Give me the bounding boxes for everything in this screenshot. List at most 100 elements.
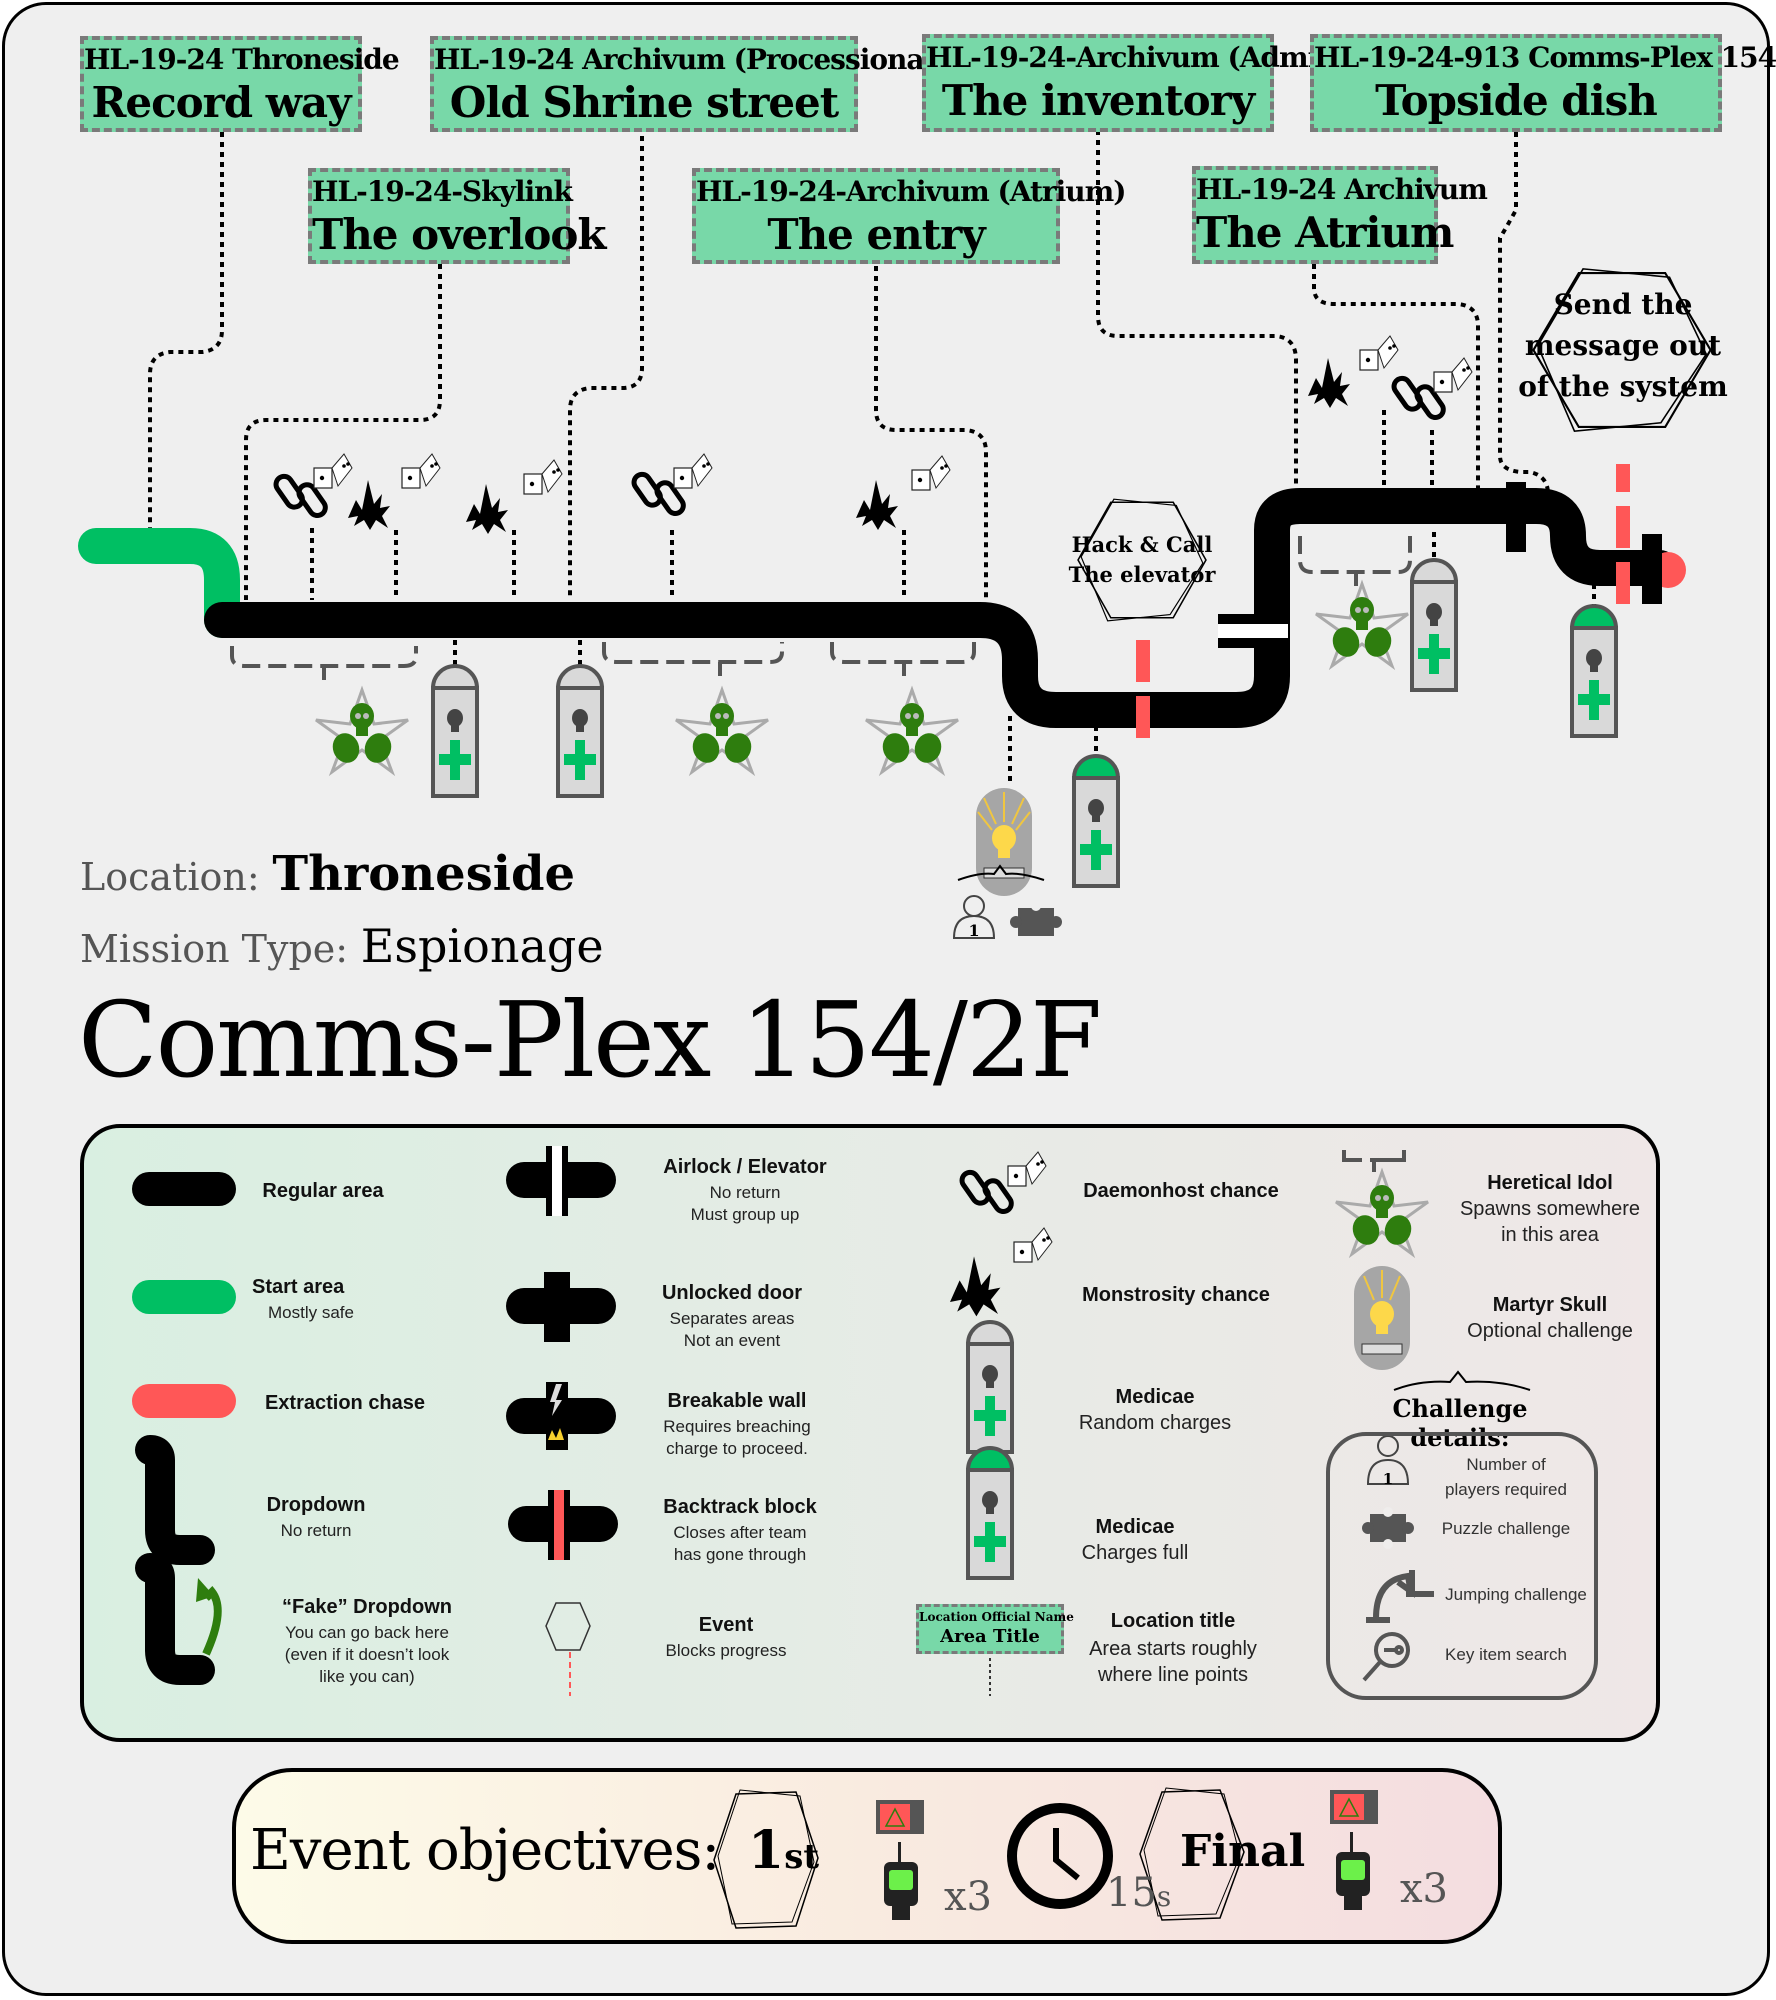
event-send-message: Send the message out of the system	[1518, 284, 1728, 407]
location-value: Throneside	[272, 846, 576, 902]
medicae-full-icon	[1072, 754, 1120, 888]
legend-airlock: Airlock / Elevator	[663, 1156, 827, 1178]
legend-sub: where line points	[1097, 1664, 1249, 1686]
location-title-box: HL-19-24 Archivum (Processional)Old Shri…	[430, 36, 946, 132]
regular-area-swatch	[132, 1172, 236, 1206]
sample-area-title: Area Title	[940, 1626, 1040, 1647]
location-official-name: HL-19-24 Archivum (Processional)	[434, 43, 946, 76]
location-title-box: HL-19-24-Archivum (Admin)The inventory	[922, 34, 1350, 132]
puzzle-challenge-icon	[1010, 901, 1062, 936]
fake-dropdown-icon	[135, 1553, 222, 1685]
unlocked-door	[1506, 482, 1526, 552]
event-objectives-panel	[232, 1768, 1502, 1944]
legend-location-title: Location title	[1110, 1610, 1236, 1632]
challenge-label: players required	[1445, 1480, 1567, 1499]
puzzle-challenge-icon	[1362, 1507, 1414, 1549]
location-line: Location: Throneside	[80, 844, 575, 907]
legend-fake-dropdown: “Fake” Dropdown	[281, 1596, 452, 1618]
legend-sub: Area starts roughly	[1089, 1638, 1257, 1660]
mission-map: 1	[78, 130, 1712, 940]
medicae-full-icon	[1570, 604, 1618, 738]
challenge-label: Key item search	[1445, 1645, 1567, 1664]
mission-name: Comms-Plex 154/2F	[78, 979, 1102, 1101]
monstrosity-chance-icon	[348, 453, 441, 530]
location-official-name: HL-19-24-Archivum (Admin)	[926, 41, 1350, 74]
legend-sub: has gone through	[673, 1545, 807, 1564]
event-hack-elevator: Hack & Call The elevator	[1062, 530, 1222, 590]
legend-sub: Spawns somewhere	[1459, 1198, 1641, 1220]
start-area	[78, 528, 240, 638]
legend-sub: No return	[709, 1183, 781, 1202]
first-objective-count: x3	[944, 1874, 993, 1920]
medicae-full-icon	[966, 1446, 1014, 1580]
location-official-name: HL-19-24 Throneside	[84, 43, 400, 76]
medicae-random-icon	[966, 1320, 1014, 1454]
legend-medicae-full: Medicae	[1095, 1516, 1175, 1538]
location-official-name: HL-19-24-Archivum (Atrium)	[696, 175, 1127, 208]
timer-clock-icon	[1007, 1803, 1113, 1909]
extraction-chase-swatch	[132, 1384, 236, 1418]
event-text: Send the	[1553, 288, 1693, 321]
event-text: of the system	[1518, 370, 1728, 403]
legend-sub: Must group up	[690, 1205, 800, 1224]
legend-sub: No return	[280, 1521, 352, 1540]
legend-sub: (even if it doesn’t look	[284, 1645, 450, 1664]
medicae-random-icon	[556, 664, 604, 798]
daemonhost-chance-icon	[273, 453, 353, 519]
legend-sub: Separates areas	[669, 1309, 795, 1328]
legend-sub: like you can)	[319, 1667, 415, 1686]
legend-martyr-skull: Martyr Skull	[1492, 1294, 1608, 1316]
monstrosity-chance-icon	[1308, 335, 1399, 408]
daemonhost-chance-icon	[1391, 357, 1473, 421]
idol-bracket-sample	[1342, 1150, 1406, 1172]
location-title-sample: Location Official Name Area Title	[916, 1604, 1074, 1654]
legend-dropdown: Dropdown	[266, 1494, 366, 1516]
daemonhost-chance-icon	[631, 453, 713, 517]
location-area-title: The entry	[767, 210, 985, 259]
challenge-details-box	[1326, 1432, 1598, 1700]
heretical-idol-icon	[1334, 1170, 1430, 1256]
airlock-elevator	[1218, 614, 1288, 648]
legend-sub: Blocks progress	[665, 1641, 787, 1660]
location-official-name: HL-19-24-913 Comms-Plex 154/2F	[1314, 41, 1776, 74]
mission-type-line: Mission Type: Espionage	[80, 916, 604, 979]
challenge-brace	[957, 864, 1045, 881]
legend-sub: charge to proceed.	[666, 1439, 808, 1458]
unlocked-door-icon	[506, 1272, 616, 1342]
legend-extraction-chase: Extraction chase	[264, 1392, 426, 1414]
final-event-label: Final	[1180, 1826, 1306, 1877]
legend-sub: in this area	[1501, 1224, 1599, 1246]
martyr-skull-icon	[1354, 1266, 1410, 1370]
challenge-label: Number of	[1466, 1455, 1546, 1474]
legend-sub: Not an event	[683, 1331, 781, 1350]
monstrosity-chance-icon	[466, 459, 563, 534]
legend-breakable-wall: Breakable wall	[667, 1390, 807, 1412]
event-icon	[545, 1602, 591, 1696]
unlocked-door-final	[1642, 534, 1662, 604]
mission-type-label: Mission Type:	[80, 927, 349, 971]
terminal-icon	[876, 1800, 924, 1834]
location-area-title: Old Shrine street	[449, 78, 839, 127]
objectives-icons	[713, 1787, 1378, 1929]
timer-unit: s	[1156, 1880, 1172, 1913]
radio-beacon-icon	[884, 1842, 918, 1920]
radio-beacon-icon	[1336, 1832, 1370, 1910]
legend-sub: You can go back here	[285, 1623, 449, 1642]
players-required-icon	[1366, 1435, 1410, 1485]
location-label: Location:	[80, 855, 260, 899]
challenge-details-heading: Challenge details:	[1392, 1394, 1528, 1452]
medicae-random-icon	[431, 664, 479, 798]
backtrack-block-icon	[508, 1490, 618, 1560]
monstrosity-chance-icon	[950, 1227, 1053, 1317]
terminal-icon	[1330, 1790, 1378, 1824]
heretical-idol-icon	[674, 688, 770, 774]
first-event-hexagon	[713, 1789, 819, 1929]
legend-sub: Charges full	[1081, 1542, 1189, 1564]
regular-area-path	[204, 488, 1678, 728]
event-block-markers	[1136, 464, 1630, 738]
challenge-label: Puzzle challenge	[1441, 1519, 1571, 1538]
